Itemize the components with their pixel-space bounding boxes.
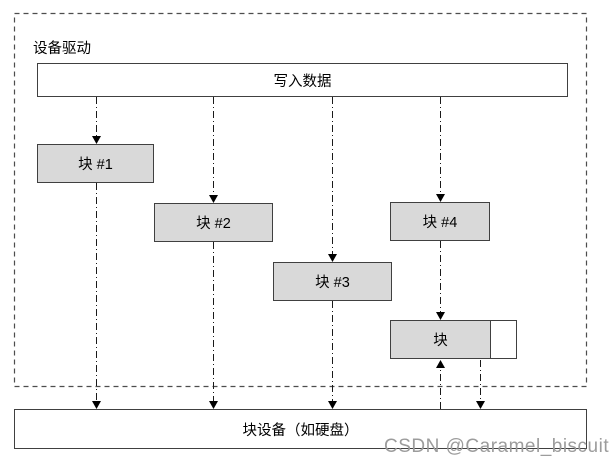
driver-dashed-border bbox=[13, 12, 588, 388]
device-driver-label: 设备驱动 bbox=[33, 41, 91, 57]
cache-block-filled-part: 块 bbox=[391, 321, 491, 358]
block-2: 块 #2 bbox=[154, 203, 273, 242]
block-1: 块 #1 bbox=[37, 144, 154, 183]
block-2-label: 块 #2 bbox=[196, 216, 231, 232]
arrow-down-icon bbox=[328, 254, 337, 262]
arrow-down-icon bbox=[476, 401, 485, 409]
cache-block-label: 块 bbox=[433, 333, 448, 349]
arrow-down-icon bbox=[436, 312, 445, 320]
write-data-label: 写入数据 bbox=[273, 73, 332, 90]
arrow-down-icon bbox=[209, 195, 218, 203]
block-device-label: 块设备（如硬盘） bbox=[242, 422, 359, 439]
block-3: 块 #3 bbox=[273, 262, 392, 301]
arrow-down-icon bbox=[92, 136, 101, 144]
block-4-label: 块 #4 bbox=[422, 215, 458, 231]
block-4: 块 #4 bbox=[390, 202, 490, 241]
block-3-label: 块 #3 bbox=[315, 275, 350, 291]
arrow-down-icon bbox=[209, 401, 218, 409]
block-device-box: 块设备（如硬盘） bbox=[14, 409, 587, 449]
block-1-label: 块 #1 bbox=[78, 157, 113, 173]
watermark: CSDN @Caramel_biscuit bbox=[384, 436, 610, 457]
arrow-down-icon bbox=[92, 401, 101, 409]
write-data-box: 写入数据 bbox=[37, 63, 568, 97]
arrow-down-icon bbox=[328, 401, 337, 409]
arrow-down-icon bbox=[436, 194, 445, 202]
cache-block: 块 bbox=[390, 320, 517, 359]
arrow-up-icon bbox=[436, 360, 445, 368]
